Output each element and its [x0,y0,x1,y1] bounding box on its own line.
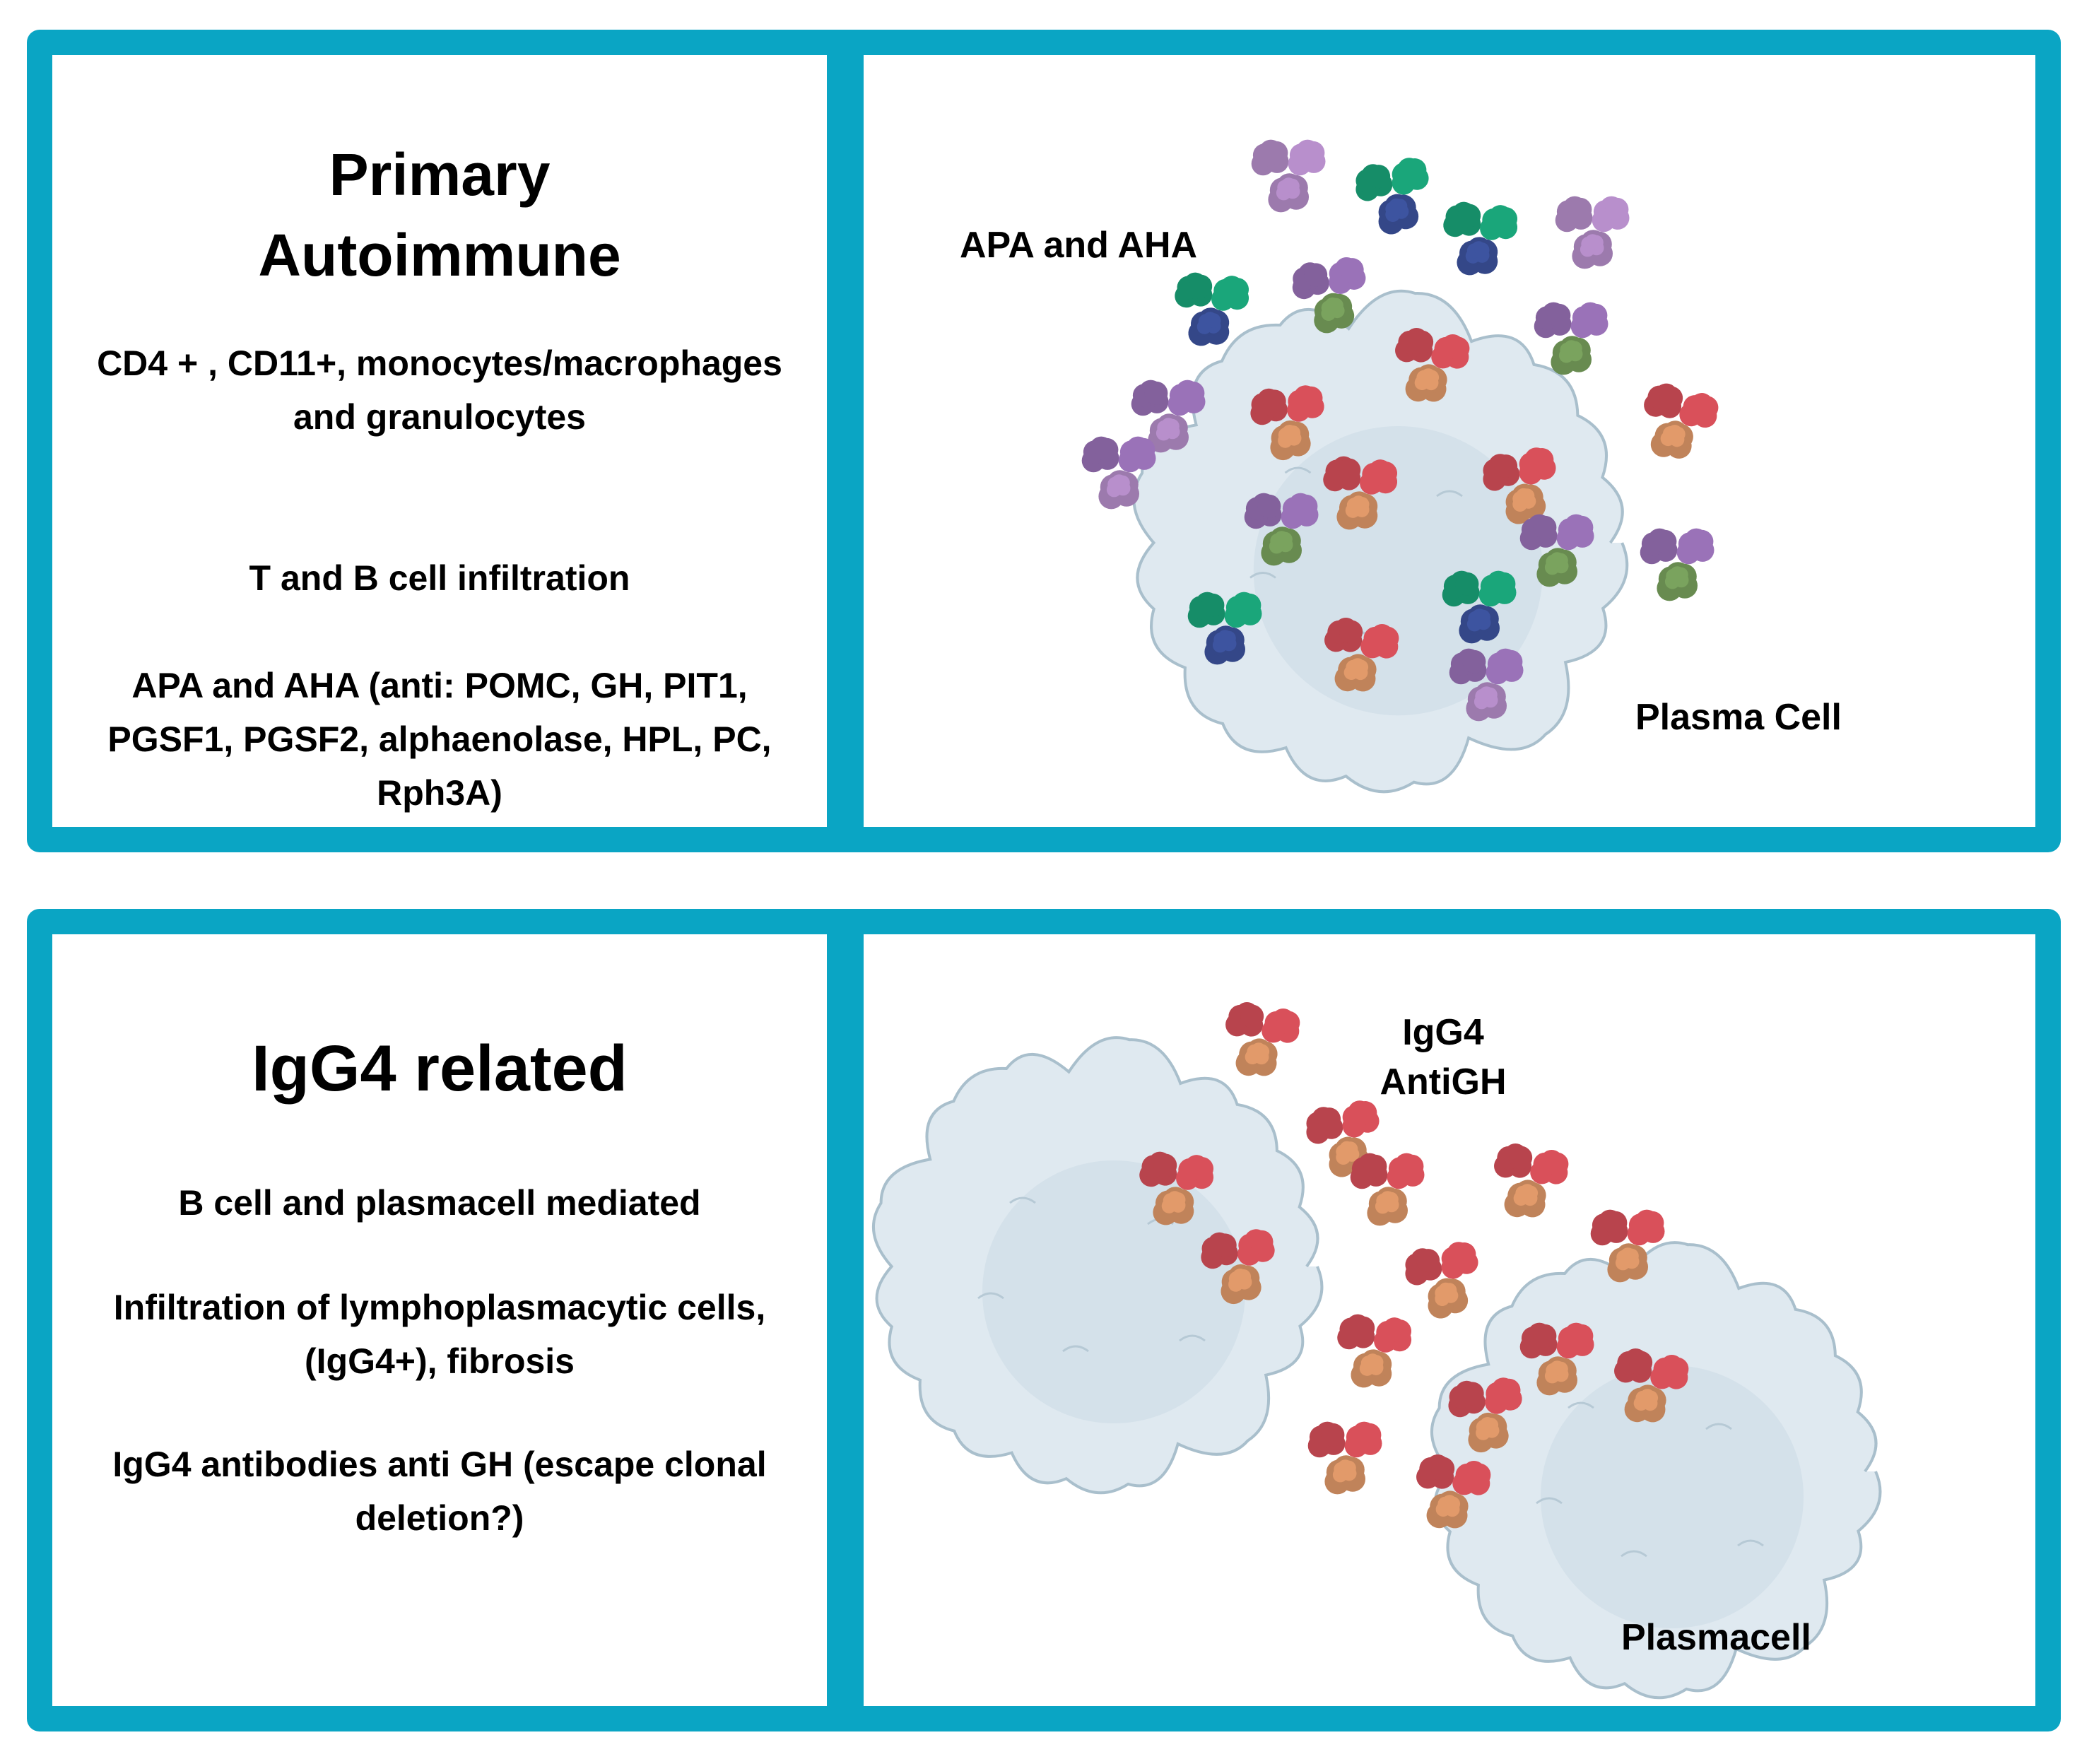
igg4-antibodies-text: IgG4 antibodies anti GH (escape clonal d… [112,1445,767,1538]
antigh-label: AntiGH [1380,1062,1506,1102]
plasma-cell-icon [871,1036,1324,1495]
infiltration-text: Infiltration of lymphoplasmacytic cells,… [113,1288,766,1381]
antibody-icon [1324,617,1399,692]
antibody-icon [1225,1001,1300,1076]
antibody-icon [1640,528,1715,601]
apa-aha-label: APA and AHA [960,225,1197,266]
antibody-icon [1448,1377,1522,1453]
antibody-icon [1306,1100,1380,1177]
primary-autoimmune-diagram-box: APA and AHA Plasma Cell [864,55,2035,827]
primary-autoimmune-text-box: Primary Autoimmune CD4 + , CD11+, monocy… [52,55,827,827]
antibody-icon [1494,1143,1569,1218]
primary-autoimmune-title: Primary Autoimmune [52,134,827,295]
mediation-text: B cell and plasmacell mediated [178,1183,701,1223]
antibody-icon [1139,1151,1214,1225]
antibody-icon [1307,1421,1382,1495]
antibody-icon [1350,1153,1425,1226]
antibody-icon [1443,201,1518,276]
antibody-icon [1201,1229,1275,1305]
antibodies-text: APA and AHA (anti: POMC, GH, PIT1, PGSF1… [107,666,772,813]
antibody-icon [1323,456,1398,530]
igg4-related-title: IgG4 related [52,1026,827,1111]
antibody-icon [1590,1209,1665,1283]
antibody-icon [1405,1242,1478,1319]
antibody-icon [1081,436,1156,510]
antibody-icon [1614,1348,1689,1423]
antibody-icon [1519,514,1594,587]
igg4-related-diagram-box: IgG4 AntiGH Plasmacell [864,934,2035,1706]
antibody-icon [1483,447,1556,524]
antibody-icon [1519,1322,1594,1396]
antibody-icon [1449,648,1524,722]
igg4-related-panel: IgG4 related B cell and plasmacell media… [27,909,2061,1731]
igg4-related-diagram: IgG4 AntiGH Plasmacell [871,1001,1882,1700]
antibody-icon [1175,272,1249,346]
antibody-icon [1644,383,1719,459]
antibody-icon [1337,1314,1412,1388]
antibody-icon [1187,592,1262,665]
antibody-icon [1395,327,1470,402]
antibody-icon [1442,570,1517,644]
title-line: IgG4 related [252,1033,628,1105]
antibody-icon [1292,257,1366,334]
antibody-icon [1416,1454,1491,1529]
antibody-icon [1534,302,1608,375]
primary-autoimmune-panel: Primary Autoimmune CD4 + , CD11+, monocy… [27,30,2061,852]
antibody-icon [1131,380,1206,453]
antibody-icon [1555,196,1630,269]
igg4-related-text-box: IgG4 related B cell and plasmacell media… [52,934,827,1706]
cell-types-text: CD4 + , CD11+, monocytes/macrophages and… [97,343,782,437]
plasma-cell-label: Plasma Cell [1635,697,1842,738]
title-line: Autoimmune [258,222,621,288]
antibody-icon [1251,139,1326,213]
title-line: Primary [329,141,551,208]
igg4-label: IgG4 [1402,1012,1484,1053]
primary-autoimmune-diagram: APA and AHA Plasma Cell [960,139,1842,794]
antibody-icon [1355,158,1429,235]
infiltration-text: T and B cell infiltration [249,558,630,598]
antibody-icon [1244,493,1319,566]
plasmacell-label: Plasmacell [1621,1617,1811,1658]
antibody-icon [1250,385,1324,461]
